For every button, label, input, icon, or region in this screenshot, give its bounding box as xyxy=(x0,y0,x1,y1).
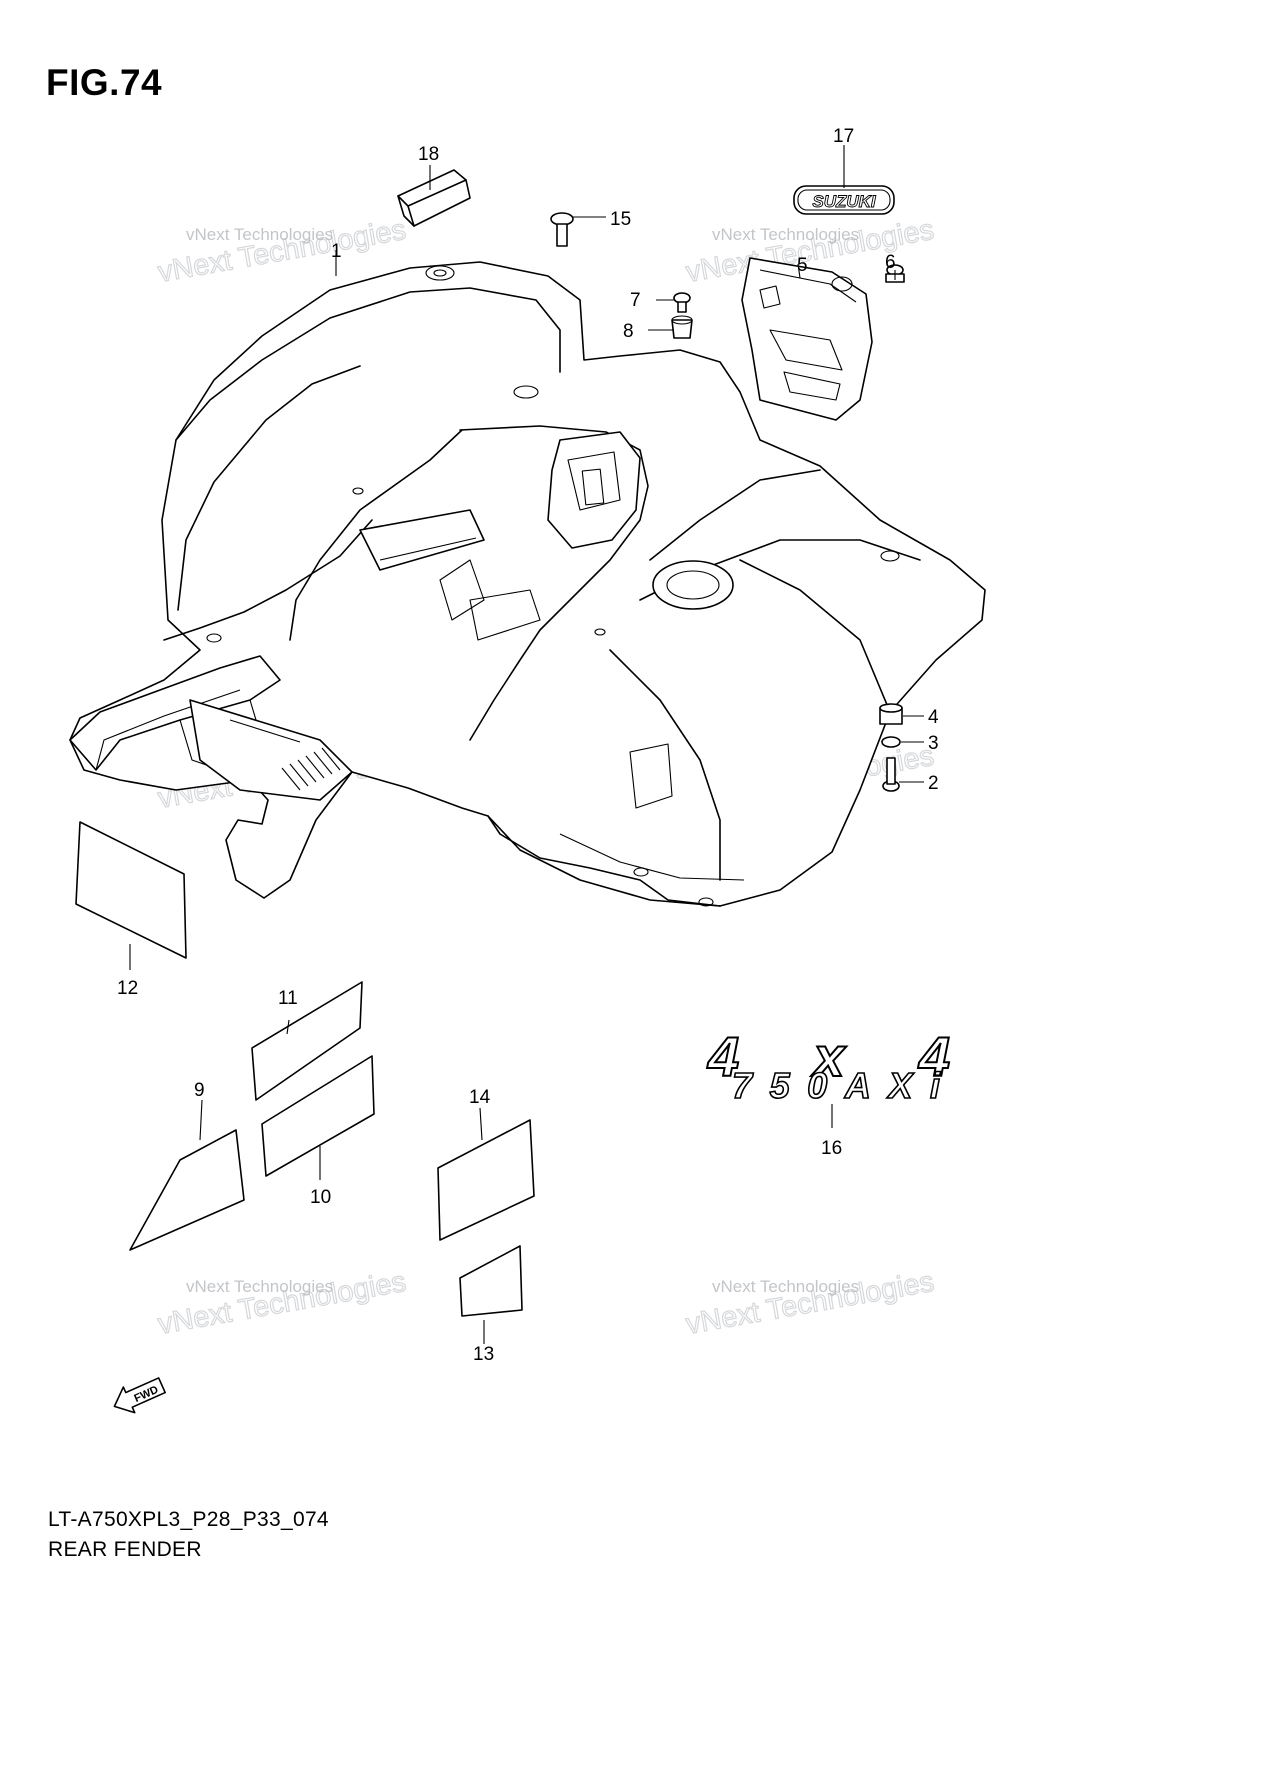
callout-17: 17 xyxy=(833,126,854,147)
figure-title: FIG.74 xyxy=(46,62,163,103)
part-18-pad xyxy=(397,169,471,227)
callout-10: 10 xyxy=(310,1187,331,1208)
part-14-decal xyxy=(437,1119,535,1241)
rear-fender-body xyxy=(69,261,986,907)
part-11-decal xyxy=(251,981,363,1101)
callout-8: 8 xyxy=(623,321,634,342)
callout-2: 2 xyxy=(928,773,939,794)
watermark-text: vNext Technologies xyxy=(712,225,859,244)
leader-lines xyxy=(129,145,924,1344)
part-13-decal xyxy=(459,1245,523,1317)
callout-7: 7 xyxy=(630,290,641,311)
callout-3: 3 xyxy=(928,733,939,754)
watermark-text: vNext Technologies xyxy=(712,1277,859,1296)
callout-14: 14 xyxy=(469,1087,491,1108)
callout-4: 4 xyxy=(928,707,939,728)
part-2-bolt xyxy=(882,757,900,792)
part-5-bracket xyxy=(741,257,873,421)
suzuki-emblem-text: SUZUKI xyxy=(812,192,877,211)
callout-12: 12 xyxy=(117,978,138,999)
watermark-bottom-right: vNext Technologies vNext Technologies xyxy=(683,1265,937,1341)
part-10-decal xyxy=(261,1055,375,1177)
callout-5: 5 xyxy=(797,255,808,276)
figure-code: LT-A750XPL3_P28_P33_074 xyxy=(48,1508,329,1531)
part-12-decal xyxy=(75,821,187,959)
callout-11: 11 xyxy=(278,988,298,1009)
part-15-bolt xyxy=(550,212,574,247)
callout-13: 13 xyxy=(473,1344,494,1365)
watermark-text: vNext Technologies xyxy=(186,225,333,244)
callout-9: 9 xyxy=(194,1080,205,1101)
part-16-model-emblem: 4x4 750AXi xyxy=(706,1024,951,1107)
callouts: 18 17 15 1 5 6 7 8 4 3 2 12 11 9 10 14 1… xyxy=(117,126,939,1365)
callout-6: 6 xyxy=(885,252,896,273)
part-7-screw xyxy=(673,292,691,313)
part-9-decal xyxy=(129,1129,245,1251)
part-8-grommet xyxy=(671,315,693,339)
watermark-text: vNext Technologies xyxy=(186,1277,333,1296)
callout-16: 16 xyxy=(821,1138,842,1159)
watermark-top-left: vNext Technologies vNext Technologies xyxy=(155,213,409,289)
part-4-cushion xyxy=(879,703,903,725)
fwd-arrow: FWD xyxy=(113,1377,166,1414)
grille-ribs xyxy=(281,747,341,791)
callout-18: 18 xyxy=(418,144,439,165)
part-17-suzuki-emblem: SUZUKI xyxy=(793,185,895,215)
callout-1: 1 xyxy=(331,241,342,262)
figure-name: REAR FENDER xyxy=(48,1538,202,1561)
part-3-washer xyxy=(881,736,901,748)
watermark-bottom-left: vNext Technologies vNext Technologies xyxy=(155,1265,409,1341)
callout-15: 15 xyxy=(610,209,631,230)
